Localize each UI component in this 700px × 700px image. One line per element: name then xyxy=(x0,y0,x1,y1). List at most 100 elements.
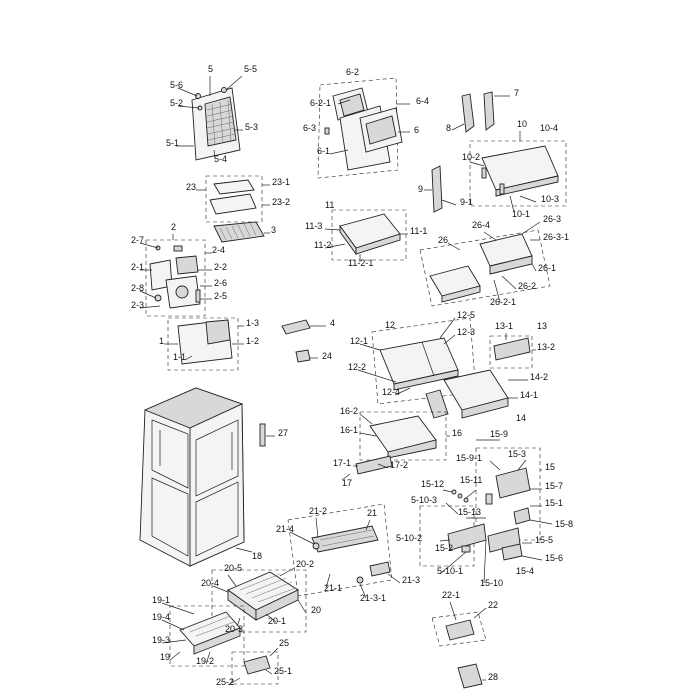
callout-5-10-3: 5-10-3 xyxy=(411,495,437,505)
callout-24: 24 xyxy=(322,351,332,361)
callout-20-3: 20-3 xyxy=(225,624,243,634)
part-4-24-small-parts xyxy=(281,319,326,363)
callout-20-5: 20-5 xyxy=(224,563,242,573)
callout-5-5: 5-5 xyxy=(244,64,257,74)
callout-11-3: 11-3 xyxy=(305,221,322,231)
callout-3: 3 xyxy=(271,225,276,235)
part-6-fan-assembly xyxy=(317,77,410,179)
callout-15-3: 15-3 xyxy=(508,449,526,459)
callout-2-2: 2-2 xyxy=(214,262,227,272)
callout-26-1: 26-1 xyxy=(538,263,556,273)
callout-12-3: 12-3 xyxy=(457,327,475,337)
callout-15-6: 15-6 xyxy=(545,553,563,563)
part-22-tray xyxy=(431,601,487,647)
callout-15-12: 15-12 xyxy=(421,479,444,489)
callout-12-1: 12-1 xyxy=(350,336,368,346)
callout-2-5: 2-5 xyxy=(214,291,227,301)
part-15-dispenser xyxy=(475,439,553,561)
callout-5-4: 5-4 xyxy=(214,154,227,164)
callout-26-2-1: 26-2-1 xyxy=(490,297,516,307)
part-13-14-drawer xyxy=(425,333,536,419)
callout-26: 26 xyxy=(438,235,448,245)
callout-6-2-1: 6-2-1 xyxy=(310,98,331,108)
callout-5-1: 5-1 xyxy=(166,138,179,148)
callout-10-1: 10-1 xyxy=(512,209,530,219)
callout-21-1: 21-1 xyxy=(324,583,342,593)
part-19-drawer xyxy=(161,602,245,667)
callout-21-3-1: 21-3-1 xyxy=(360,593,386,603)
callout-15-1: 15-1 xyxy=(545,498,563,508)
callout-17-2: 17-2 xyxy=(390,460,408,470)
callout-1-3: 1-3 xyxy=(246,318,259,328)
callout-20-4: 20-4 xyxy=(201,578,219,588)
callout-19-3: 19-3 xyxy=(152,635,170,645)
callout-7: 7 xyxy=(514,88,519,98)
part-5-evaporator-cover xyxy=(176,75,243,161)
callout-4: 4 xyxy=(330,318,335,328)
part-5-10-control xyxy=(419,489,487,584)
callout-25-1: 25-1 xyxy=(274,666,292,676)
callout-17: 17 xyxy=(342,478,352,488)
callout-12-5: 12-5 xyxy=(457,310,475,320)
callout-8: 8 xyxy=(446,123,451,133)
callout-21: 21 xyxy=(367,508,377,518)
part-23-icemaker-cover xyxy=(196,175,270,223)
callout-26-3: 26-3 xyxy=(543,214,561,224)
callout-1-2: 1-2 xyxy=(246,336,259,346)
callout-19-2: 19-2 xyxy=(196,656,214,666)
callout-19-4: 19-4 xyxy=(152,612,170,622)
callout-28: 28 xyxy=(488,672,498,682)
callout-15-9-1: 15-9-1 xyxy=(456,453,482,463)
callout-11: 11 xyxy=(325,200,334,210)
callout-15-5: 15-5 xyxy=(535,535,553,545)
callout-15: 15 xyxy=(545,462,555,472)
part-3-grille xyxy=(213,221,270,243)
callout-18: 18 xyxy=(252,551,262,561)
callout-26-4: 26-4 xyxy=(472,220,490,230)
callout-16: 16 xyxy=(452,428,462,438)
callout-21-2: 21-2 xyxy=(309,506,327,516)
callout-12-2: 12-2 xyxy=(348,362,366,372)
callout-5-10-1: 5-10-1 xyxy=(437,566,463,576)
callout-19: 19 xyxy=(160,652,170,662)
callout-2-1: 2-1 xyxy=(131,262,144,272)
callout-23: 23 xyxy=(186,182,196,192)
callout-13: 13 xyxy=(537,321,547,331)
part-26-crisper xyxy=(419,221,551,307)
callout-26-2: 26-2 xyxy=(518,281,536,291)
callout-2-4: 2-4 xyxy=(212,245,225,255)
callout-15-9: 15-9 xyxy=(490,429,508,439)
callout-15-8: 15-8 xyxy=(555,519,573,529)
callout-2-3: 2-3 xyxy=(131,300,144,310)
part-7-8-rails xyxy=(451,91,510,133)
callout-21-4: 21-4 xyxy=(276,524,294,534)
callout-13-1: 13-1 xyxy=(495,321,513,331)
callout-6-3: 6-3 xyxy=(303,123,316,133)
callout-2-6: 2-6 xyxy=(214,278,227,288)
callout-10-4: 10-4 xyxy=(540,123,558,133)
callout-14-1: 14-1 xyxy=(520,390,538,400)
callout-11-1: 11-1 xyxy=(410,226,427,236)
callout-2-8: 2-8 xyxy=(131,283,144,293)
callout-20-2: 20-2 xyxy=(296,559,314,569)
callout-1: 1 xyxy=(159,336,164,346)
part-1-ice-bucket xyxy=(164,317,244,371)
callout-15-4: 15-4 xyxy=(516,566,534,576)
callout-15-10: 15-10 xyxy=(480,578,503,588)
callout-15-7: 15-7 xyxy=(545,481,563,491)
callout-5-6: 5-6 xyxy=(170,80,183,90)
callout-17-1: 17-1 xyxy=(333,458,351,468)
callout-13-2: 13-2 xyxy=(537,342,555,352)
part-21-rail xyxy=(287,503,401,599)
part-18-cabinet xyxy=(139,387,253,567)
part-16-drawer xyxy=(359,411,450,461)
callout-6-4: 6-4 xyxy=(416,96,429,106)
part-2-ice-maker xyxy=(139,234,212,317)
callout-19-1: 19-1 xyxy=(152,595,170,605)
callout-10: 10 xyxy=(517,119,527,129)
callout-10-3: 10-3 xyxy=(541,194,559,204)
callout-6: 6 xyxy=(414,125,419,135)
callout-9-1: 9-1 xyxy=(460,197,473,207)
callout-12: 12 xyxy=(385,320,395,330)
